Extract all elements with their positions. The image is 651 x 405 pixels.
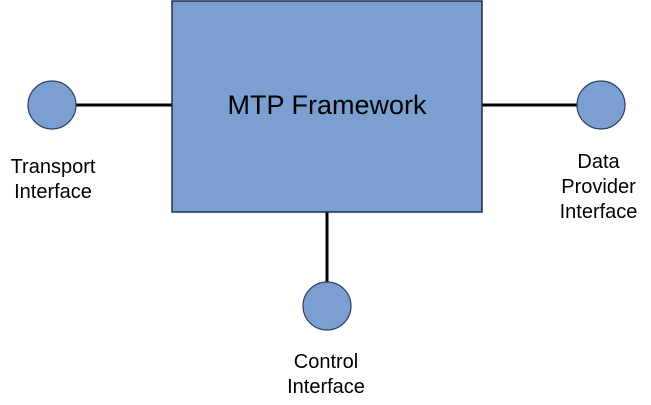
control-interface-label-line2: Interface: [287, 376, 365, 398]
data-provider-interface-label-line3: Interface: [559, 201, 638, 223]
mtp-framework-title: MTP Framework: [227, 90, 427, 120]
transport-interface-node: [27, 80, 77, 130]
data-provider-interface-label-line2: Provider: [561, 176, 636, 198]
transport-interface-label-line1: Transport: [10, 156, 96, 178]
data-provider-interface-node: [576, 80, 626, 130]
transport-interface-label-line2: Interface: [14, 181, 92, 203]
control-interface-node: [302, 281, 352, 331]
transport-interface-label: Transport Interface: [0, 155, 106, 205]
control-interface-label: Control Interface: [272, 350, 380, 400]
data-provider-interface-label-line1: Data: [577, 151, 620, 173]
mtp-framework-box: [171, 0, 483, 213]
control-interface-label-line1: Control: [293, 351, 359, 373]
data-provider-interface-label: Data Provider Interface: [546, 150, 651, 225]
